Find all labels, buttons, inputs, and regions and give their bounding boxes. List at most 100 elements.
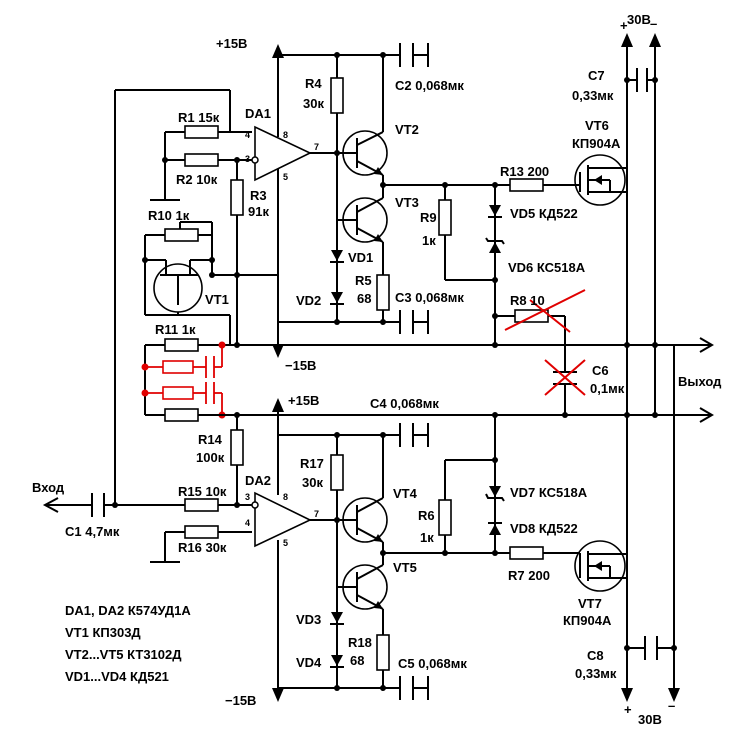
label-r9-value: 1к [422, 233, 436, 248]
zener-vd6 [485, 237, 505, 253]
label-vd6: VD6 КС518А [508, 260, 586, 275]
transistor-vt6 [570, 154, 628, 345]
label-30v-top: 30В [627, 12, 651, 27]
resistor-r2 [165, 153, 252, 167]
label-30v-bot: 30В [638, 712, 662, 727]
pin-da2-3: 3 [245, 492, 250, 502]
label-vd2: VD2 [296, 293, 321, 308]
label-r11: R11 1к [155, 322, 196, 337]
label-r6-value: 1к [420, 530, 434, 545]
rail-30v-right [649, 33, 680, 702]
resistor-r14 [230, 415, 244, 505]
transistor-vt1 [145, 259, 278, 345]
output-bus-bottom [230, 407, 714, 423]
capacitor-c8 [627, 636, 674, 660]
legend-line-3: VT2...VT5 КТ3102Д [65, 647, 182, 662]
capacitor-c4 [399, 423, 429, 447]
label-r15: R15 10к [178, 484, 227, 499]
label-c1: C1 4,7мк [65, 524, 120, 539]
resistor-r15 [184, 498, 219, 512]
label-c2: C2 0,068мк [395, 78, 464, 93]
label-vd8: VD8 КД522 [510, 521, 578, 536]
label-r14: R14 [198, 432, 223, 447]
label-r10: R10 1к [148, 208, 190, 223]
opamp-da1 [251, 125, 335, 182]
diode-vd8 [488, 522, 502, 535]
label-vt1: VT1 [205, 292, 229, 307]
label-vt3: VT3 [395, 195, 419, 210]
label-vt7-type: КП904А [563, 613, 612, 628]
pin-da1-4: 4 [245, 130, 250, 140]
capacitor-c3 [399, 310, 429, 334]
pin-da1-5: 5 [283, 172, 288, 182]
correction-rc-network [141, 341, 226, 419]
resistor-r13 [509, 178, 544, 192]
label-c4: C4 0,068мк [370, 396, 439, 411]
diode-vd2 [330, 292, 344, 305]
label-r1: R1 15к [178, 110, 220, 125]
pin-da2-8: 8 [283, 492, 288, 502]
transistor-vt2 [335, 55, 388, 185]
junction-dots [112, 52, 677, 691]
label-c5: C5 0,068мк [398, 656, 467, 671]
input-line [42, 89, 255, 513]
label-minus-sign-top: – [650, 16, 657, 31]
label-vt7: VT7 [578, 596, 602, 611]
pin-da2-5: 5 [283, 538, 288, 548]
rail-30v-left [621, 33, 633, 702]
label-r8: R8 10 [510, 293, 545, 308]
diode-vd5 [488, 205, 502, 218]
label-vt2: VT2 [395, 122, 419, 137]
label-r9: R9 [420, 210, 437, 225]
label-c7: C7 [588, 68, 605, 83]
label-vt6-type: КП904А [572, 136, 621, 151]
label-c6: C6 [592, 363, 609, 378]
label-vt4: VT4 [393, 486, 418, 501]
label-c8-value: 0,33мк [575, 666, 617, 681]
label-r17: R17 [300, 456, 324, 471]
zener-vd7 [485, 486, 505, 502]
label-r14-value: 100к [196, 450, 225, 465]
label-r2: R2 10к [176, 172, 218, 187]
resistor-r1 [150, 125, 230, 201]
label-r3: R3 [250, 188, 267, 203]
resistor-r7 [509, 546, 544, 560]
label-c7-value: 0,33мк [572, 88, 614, 103]
label-r6: R6 [418, 508, 435, 523]
output-bus-top [230, 337, 714, 353]
transistor-vt4 [335, 435, 388, 553]
pin-da2-4: 4 [245, 518, 250, 528]
capacitor-c2 [399, 43, 429, 67]
label-da1: DA1 [245, 106, 271, 121]
label-vd5: VD5 КД522 [510, 206, 578, 221]
pin-da1-7: 7 [314, 142, 319, 152]
pin-da1-8: 8 [283, 130, 288, 140]
label-minus15-mid: −15В [285, 358, 316, 373]
label-plus15-top: +15В [216, 36, 247, 51]
label-da2: DA2 [245, 473, 271, 488]
label-output: Выход [678, 374, 722, 389]
label-r4-value: 30к [303, 96, 324, 111]
label-vt6: VT6 [585, 118, 609, 133]
label-r5-value: 68 [357, 291, 371, 306]
legend-line-4: VD1...VD4 КД521 [65, 669, 169, 684]
capacitor-c5 [399, 676, 429, 700]
label-r18-value: 68 [350, 653, 364, 668]
label-c3: C3 0,068мк [395, 290, 464, 305]
label-input: Вход [32, 480, 65, 495]
label-plus15-mid: +15В [288, 393, 319, 408]
label-minus-sign-bot: – [668, 698, 675, 713]
label-r7: R7 200 [508, 568, 550, 583]
resistor-r10 [144, 221, 213, 315]
diode-vd3 [330, 612, 344, 625]
transistor-vt7 [570, 540, 627, 592]
rail-plus15-top [272, 44, 428, 137]
capacitor-c6 [544, 359, 586, 415]
label-c8: C8 [587, 648, 604, 663]
label-minus15-bot: −15В [225, 693, 256, 708]
label-r17-value: 30к [302, 475, 323, 490]
label-r16: R16 30к [178, 540, 227, 555]
resistor-r3 [230, 160, 244, 345]
label-vd3: VD3 [296, 612, 321, 627]
pin-da2-7: 7 [314, 509, 319, 519]
